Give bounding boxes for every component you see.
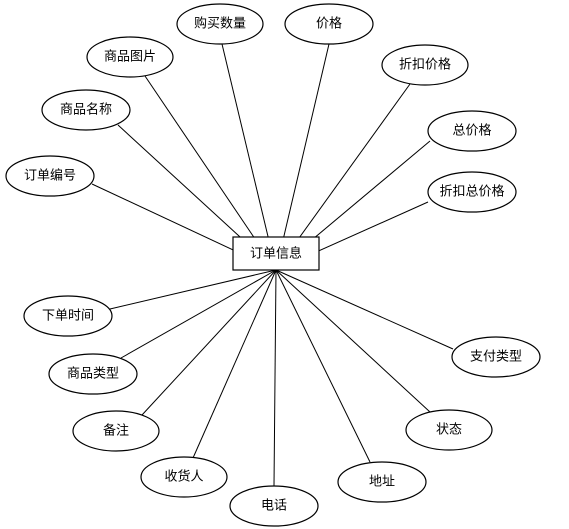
attribute-discount-price: 折扣价格 bbox=[381, 44, 469, 86]
attribute-ellipse bbox=[86, 36, 174, 78]
attribute-ellipse bbox=[48, 353, 138, 395]
attribute-label: 收货人 bbox=[164, 469, 203, 485]
connector-line-remark bbox=[141, 269, 277, 416]
attribute-product-name: 商品名称 bbox=[41, 89, 131, 131]
attribute-ellipse bbox=[41, 89, 131, 131]
attribute-phone: 电话 bbox=[229, 485, 319, 527]
attribute-ellipse bbox=[23, 295, 113, 337]
attribute-ellipse bbox=[451, 336, 541, 378]
entity-box bbox=[232, 236, 320, 271]
attribute-ellipse bbox=[229, 485, 319, 527]
attribute-label: 总价格 bbox=[452, 123, 491, 139]
entity-label: 订单信息 bbox=[250, 246, 302, 262]
attribute-label: 价格 bbox=[316, 16, 342, 32]
attribute-label: 备注 bbox=[103, 423, 129, 439]
attribute-ellipse bbox=[140, 456, 228, 498]
attribute-label: 支付类型 bbox=[470, 350, 522, 365]
connector-line-price bbox=[275, 43, 330, 271]
connector-line-payment-type bbox=[275, 269, 454, 350]
entity-order-info: 订单信息 bbox=[232, 236, 320, 271]
connector-line-receiver bbox=[192, 269, 277, 459]
attribute-order-time: 下单时间 bbox=[23, 295, 113, 337]
attribute-payment-type: 支付类型 bbox=[451, 336, 541, 378]
attribute-label: 折扣总价格 bbox=[439, 184, 504, 200]
attribute-label: 购买数量 bbox=[194, 16, 246, 32]
attribute-status: 状态 bbox=[405, 409, 493, 451]
attribute-total-price: 总价格 bbox=[427, 110, 517, 152]
connector-line-phone bbox=[273, 269, 277, 487]
attribute-ellipse bbox=[5, 155, 95, 197]
attribute-receiver: 收货人 bbox=[140, 456, 228, 498]
attribute-label: 状态 bbox=[436, 423, 462, 438]
attribute-label: 下单时间 bbox=[42, 309, 94, 324]
attribute-ellipse bbox=[405, 409, 493, 451]
attribute-label: 订单编号 bbox=[24, 169, 76, 184]
attribute-ellipse bbox=[176, 3, 264, 45]
attribute-product-type: 商品类型 bbox=[48, 353, 138, 395]
attribute-price: 价格 bbox=[284, 3, 374, 45]
attribute-product-image: 商品图片 bbox=[86, 36, 174, 78]
attribute-remark: 备注 bbox=[72, 410, 160, 452]
attribute-label: 商品类型 bbox=[67, 367, 119, 382]
attribute-label: 电话 bbox=[261, 499, 287, 514]
attribute-ellipse bbox=[427, 171, 517, 213]
attribute-label: 折扣价格 bbox=[399, 57, 451, 73]
attribute-ellipse bbox=[381, 44, 469, 86]
attribute-ellipse bbox=[337, 461, 427, 503]
attribute-ellipse bbox=[72, 410, 160, 452]
attribute-label: 商品名称 bbox=[60, 102, 112, 118]
attribute-ellipse bbox=[284, 3, 374, 45]
connector-line-address bbox=[275, 269, 371, 463]
connector-line-purchase-quantity bbox=[221, 43, 277, 271]
connector-line-order-time bbox=[109, 269, 277, 310]
attribute-address: 地址 bbox=[337, 461, 427, 503]
attribute-order-number: 订单编号 bbox=[5, 155, 95, 197]
attribute-ellipse bbox=[427, 110, 517, 152]
connector-line-status bbox=[275, 269, 431, 413]
attribute-label: 地址 bbox=[369, 475, 395, 490]
connector-line-product-type bbox=[120, 269, 277, 359]
attribute-label: 商品图片 bbox=[104, 50, 156, 65]
attribute-purchase-quantity: 购买数量 bbox=[176, 3, 264, 45]
attribute-discount-total-price: 折扣总价格 bbox=[427, 171, 517, 213]
